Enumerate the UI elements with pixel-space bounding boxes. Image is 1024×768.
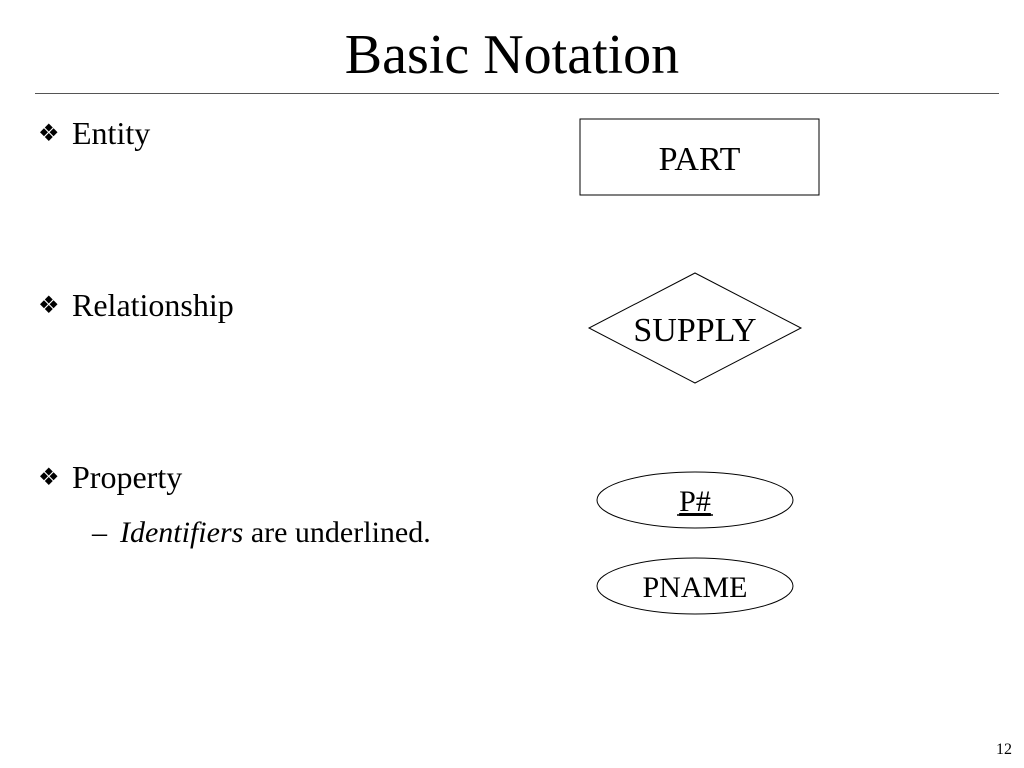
entity-shape: PART (579, 118, 820, 196)
bullet-relationship: ❖ Relationship (38, 285, 234, 326)
attribute-ellipse (596, 557, 794, 615)
identifier-attribute-ellipse (596, 471, 794, 529)
diamond-bullet-icon: ❖ (38, 465, 60, 491)
relationship-label: SUPPLY (633, 312, 756, 349)
page-number: 12 (996, 741, 1012, 758)
bullet-property: ❖ Property (38, 457, 182, 498)
bullet-property-label: Property (72, 459, 183, 495)
sub-bullet-text: are underlined. (243, 516, 431, 549)
bullet-entity: ❖ Entity (38, 113, 150, 154)
sub-bullet-emphasis: Identifiers (120, 516, 244, 549)
attribute-shape: PNAME (596, 557, 794, 615)
diamond-bullet-icon: ❖ (38, 293, 60, 319)
attribute-label: PNAME (642, 571, 747, 604)
bullet-relationship-label: Relationship (72, 287, 234, 323)
sub-bullet-identifiers: –Identifiers are underlined. (92, 513, 431, 553)
entity-rectangle (579, 118, 820, 196)
bullet-entity-label: Entity (72, 115, 151, 151)
relationship-shape: SUPPLY (587, 272, 803, 384)
slide-title: Basic Notation (344, 24, 680, 86)
identifier-attribute-shape: P# (596, 471, 794, 529)
title-divider (35, 93, 999, 94)
relationship-diamond (587, 272, 803, 384)
entity-label: PART (659, 141, 741, 178)
identifier-attribute-label: P# (679, 485, 711, 518)
diamond-bullet-icon: ❖ (38, 121, 60, 147)
sub-bullet-dash: – (92, 516, 107, 549)
